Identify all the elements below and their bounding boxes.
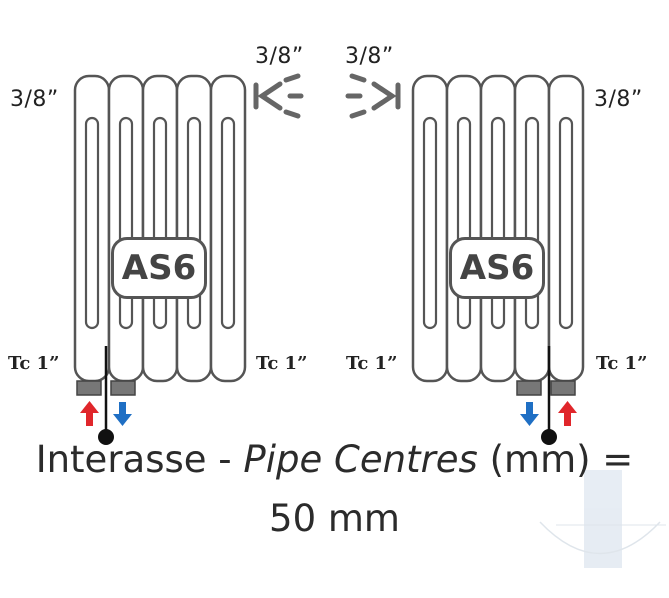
- left-flow-in-arrow: [80, 401, 99, 426]
- left-valves: [76, 380, 136, 396]
- tc-label-right-outer: Tc 1”: [596, 353, 648, 374]
- caption-part-3: (mm) =: [477, 438, 634, 481]
- pipe-centres-value: 50 mm: [269, 497, 400, 540]
- top-connection-left-label: 3/8”: [255, 44, 304, 69]
- left-connection-arrow-icon: [253, 73, 304, 119]
- left-radiator: [73, 74, 247, 383]
- pipe-centres-caption: Interasse - Pipe Centres (mm) =: [0, 438, 669, 481]
- right-valves: [516, 380, 576, 396]
- right-flow-in-arrow: [558, 401, 577, 426]
- right-connection-arrow-icon: [345, 73, 401, 119]
- top-connection-right-label: 3/8”: [345, 44, 394, 69]
- tc-label-right-inner: Tc 1”: [346, 353, 398, 374]
- tc-label-left-outer: Tc 1”: [8, 353, 60, 374]
- caption-part-1: Interasse -: [35, 438, 244, 481]
- caption-part-2: Pipe Centres: [243, 438, 478, 481]
- watermark-logo: [539, 470, 666, 568]
- left-pipe-centre-marker: [98, 346, 114, 445]
- tc-label-left-inner: Tc 1”: [256, 353, 308, 374]
- side-connection-left-label: 3/8”: [10, 87, 59, 112]
- left-flow-out-arrow: [113, 402, 132, 426]
- right-pipe-centre-marker: [541, 346, 557, 445]
- model-badge-right: AS6: [449, 237, 545, 299]
- right-flow-out-arrow: [520, 402, 539, 426]
- right-radiator: [411, 74, 585, 383]
- model-badge-left: AS6: [111, 237, 207, 299]
- side-connection-right-label: 3/8”: [594, 87, 643, 112]
